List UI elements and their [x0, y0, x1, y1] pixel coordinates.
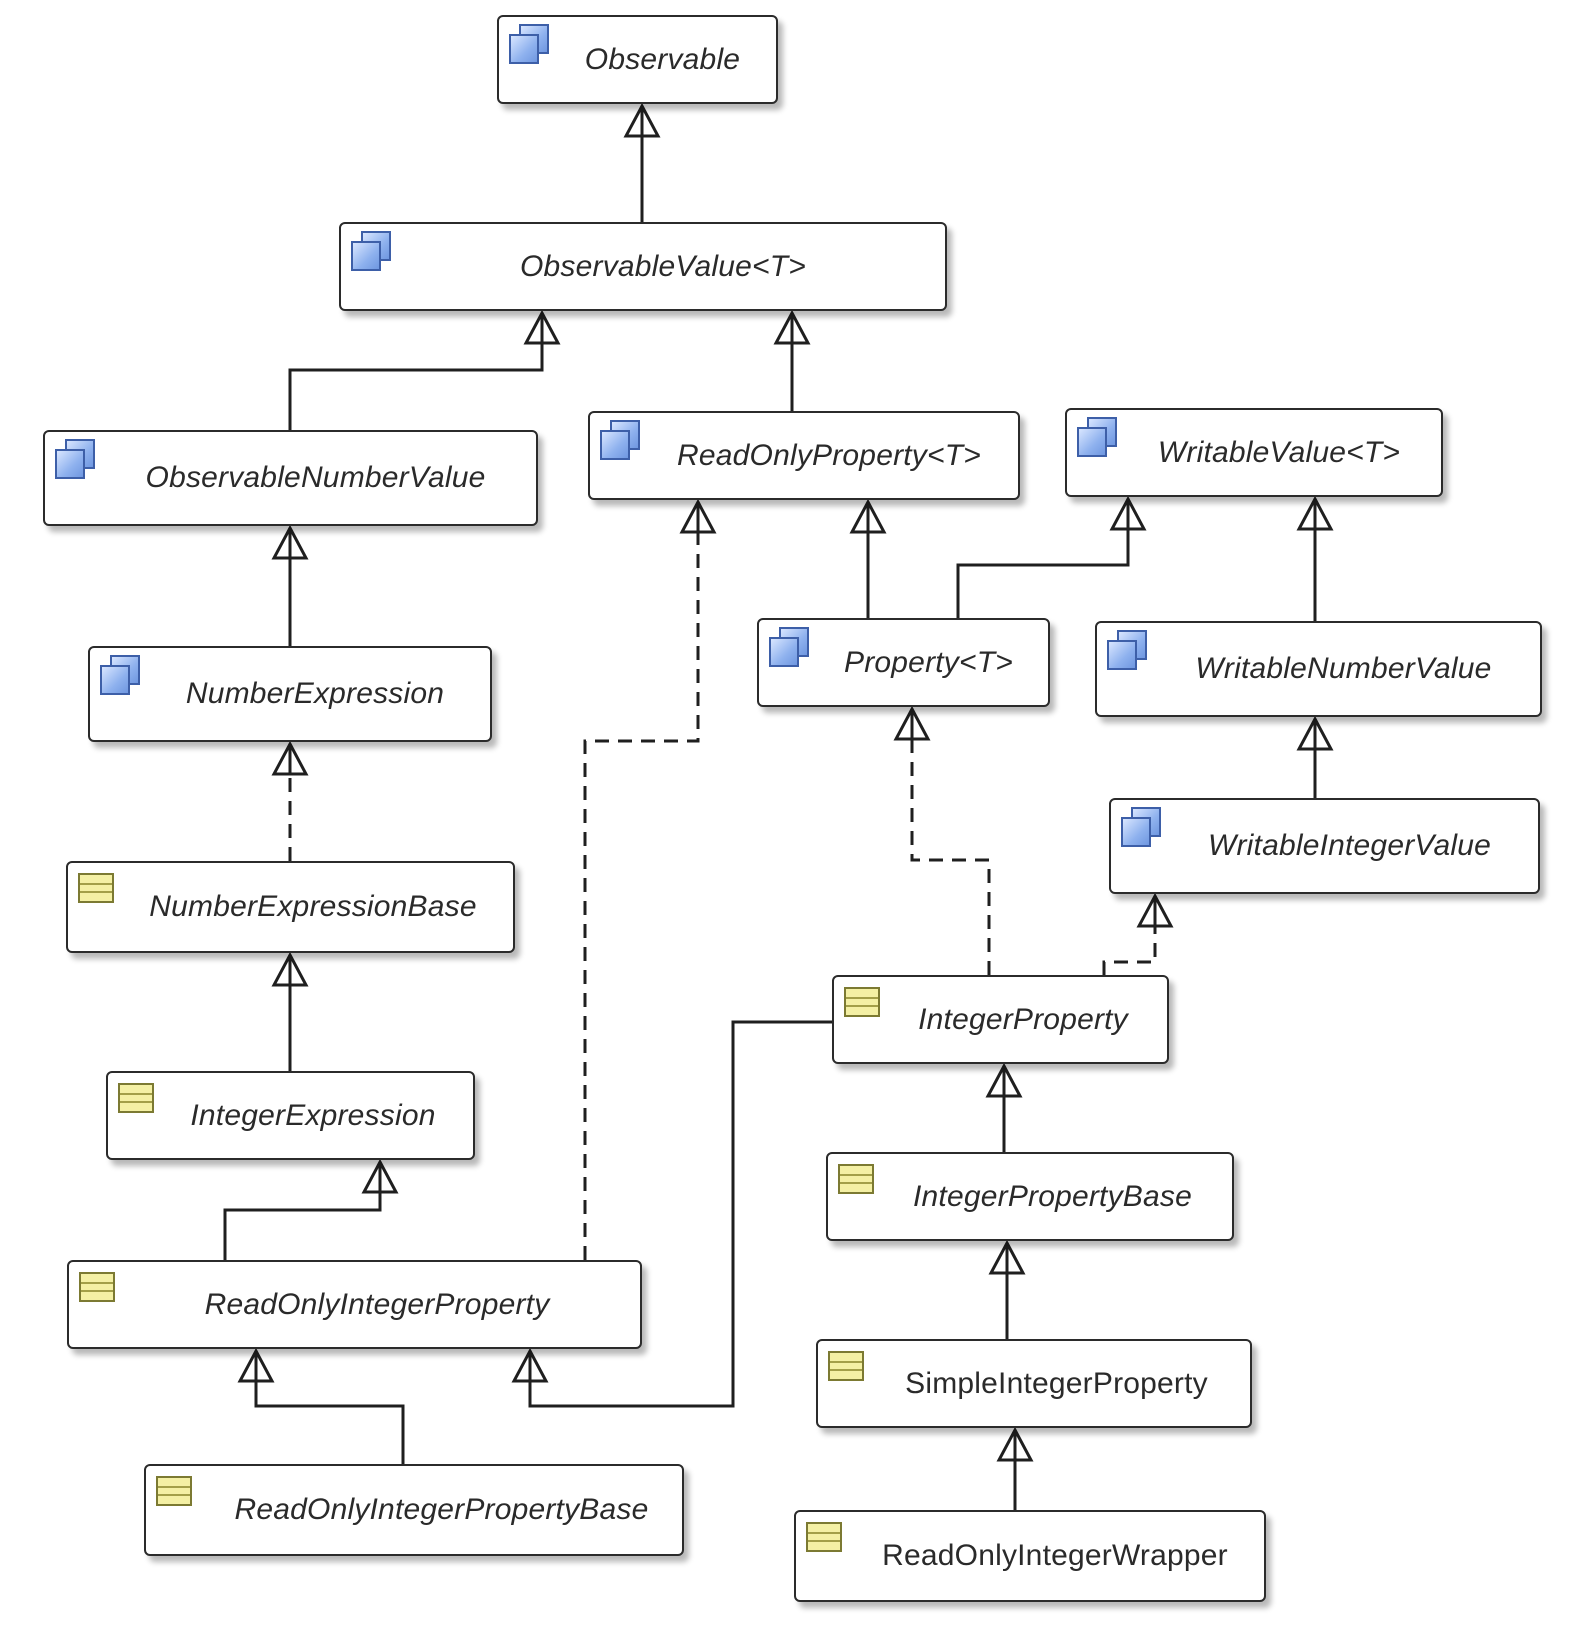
node-name: WritableValue<T>: [1157, 435, 1401, 469]
edge-integer-property-to-property: [893, 705, 991, 975]
interface-box-observable-number-value[interactable]: ObservableNumberValue: [43, 430, 538, 526]
edge-line: [910, 739, 991, 975]
edge-integer-property-to-writable-integer-value: [1102, 892, 1174, 975]
node-name: IntegerPropertyBase: [913, 1179, 1192, 1213]
class-box-simple-integer-property[interactable]: SimpleIntegerProperty: [816, 1339, 1252, 1428]
class-box-read-only-integer-wrapper[interactable]: ReadOnlyIntegerWrapper: [794, 1510, 1266, 1602]
class-icon: [838, 1164, 874, 1194]
node-name: Observable: [584, 42, 741, 76]
interface-box-property[interactable]: Property<T>: [757, 618, 1050, 707]
class-icon: [156, 1476, 192, 1506]
node-name: ReadOnlyIntegerPropertyBase: [234, 1493, 649, 1526]
interface-box-writable-value[interactable]: WritableValue<T>: [1065, 408, 1443, 497]
edge-line: [223, 1192, 382, 1260]
edge-simple-integer-property-to-integer-property-base: [988, 1239, 1026, 1339]
edge-read-only-integer-property-to-integer-expression: [223, 1158, 399, 1260]
node-name: IntegerProperty: [918, 1002, 1128, 1036]
interface-icon: [1119, 807, 1161, 847]
class-icon: [806, 1522, 842, 1552]
interface-icon: [1105, 630, 1147, 670]
class-box-read-only-integer-property[interactable]: ReadOnlyIntegerProperty: [67, 1260, 642, 1349]
interface-box-writable-number-value[interactable]: WritableNumberValue: [1095, 621, 1542, 717]
node-name: WritableNumberValue: [1195, 652, 1492, 685]
node-name: ReadOnlyIntegerProperty: [204, 1287, 550, 1321]
edge-line: [254, 1381, 405, 1464]
interface-icon: [98, 655, 140, 695]
class-icon: [79, 1272, 115, 1302]
class-icon: [844, 987, 880, 1017]
class-box-integer-property[interactable]: IntegerProperty: [832, 975, 1169, 1064]
edge-writable-integer-value-to-writable-number-value: [1296, 715, 1334, 798]
class-icon: [118, 1083, 154, 1113]
node-name: SimpleIntegerProperty: [905, 1366, 1208, 1400]
edge-read-only-integer-property-to-read-only-property: [583, 498, 717, 1260]
edge-line: [528, 1020, 832, 1408]
interface-box-read-only-property[interactable]: ReadOnlyProperty<T>: [588, 411, 1020, 500]
class-icon: [828, 1351, 864, 1381]
node-name: NumberExpression: [185, 677, 445, 710]
class-box-integer-property-base[interactable]: IntegerPropertyBase: [826, 1152, 1234, 1241]
interface-box-number-expression[interactable]: NumberExpression: [88, 646, 492, 742]
edge-integer-property-base-to-integer-property: [985, 1062, 1023, 1152]
edge-line: [583, 532, 700, 1260]
edge-read-only-property-to-observable-value: [773, 309, 811, 411]
edge-integer-property-to-read-only-integer-property: [511, 1020, 832, 1408]
edge-property-to-read-only-property: [849, 498, 887, 618]
node-name: ObservableValue<T>: [520, 249, 806, 283]
interface-icon: [767, 627, 809, 667]
edge-read-only-integer-property-base-to-read-only-integer-property: [237, 1347, 405, 1464]
edge-observable-value-to-observable: [623, 102, 661, 222]
edge-number-expression-base-to-number-expression: [271, 740, 309, 861]
class-box-integer-expression[interactable]: IntegerExpression: [106, 1071, 475, 1160]
edge-number-expression-to-observable-number-value: [271, 524, 309, 646]
interface-icon: [53, 439, 95, 479]
interface-icon: [349, 231, 391, 271]
interface-icon: [1075, 417, 1117, 457]
edge-line: [288, 343, 544, 430]
edge-observable-number-value-to-observable-value: [288, 309, 561, 430]
node-name: NumberExpressionBase: [149, 890, 477, 923]
interface-box-writable-integer-value[interactable]: WritableIntegerValue: [1109, 798, 1540, 894]
interface-box-observable-value[interactable]: ObservableValue<T>: [339, 222, 947, 311]
node-name: ReadOnlyIntegerWrapper: [882, 1539, 1228, 1572]
edge-integer-expression-to-number-expression-base: [271, 951, 309, 1071]
interface-icon: [598, 420, 640, 460]
node-name: ObservableNumberValue: [145, 461, 486, 494]
class-box-read-only-integer-property-base[interactable]: ReadOnlyIntegerPropertyBase: [144, 1464, 684, 1556]
interface-box-observable[interactable]: Observable: [497, 15, 778, 104]
edge-writable-number-value-to-writable-value: [1296, 495, 1334, 621]
node-name: Property<T>: [844, 645, 1013, 679]
edge-read-only-integer-wrapper-to-simple-integer-property: [996, 1426, 1034, 1510]
node-name: ReadOnlyProperty<T>: [677, 438, 981, 472]
edge-line: [1102, 926, 1157, 975]
class-icon: [78, 873, 114, 903]
class-box-number-expression-base[interactable]: NumberExpressionBase: [66, 861, 515, 953]
edge-line: [956, 529, 1130, 618]
node-name: IntegerExpression: [190, 1098, 436, 1132]
edge-property-to-writable-value: [956, 495, 1147, 618]
interface-icon: [507, 24, 549, 64]
node-name: WritableIntegerValue: [1207, 829, 1492, 862]
